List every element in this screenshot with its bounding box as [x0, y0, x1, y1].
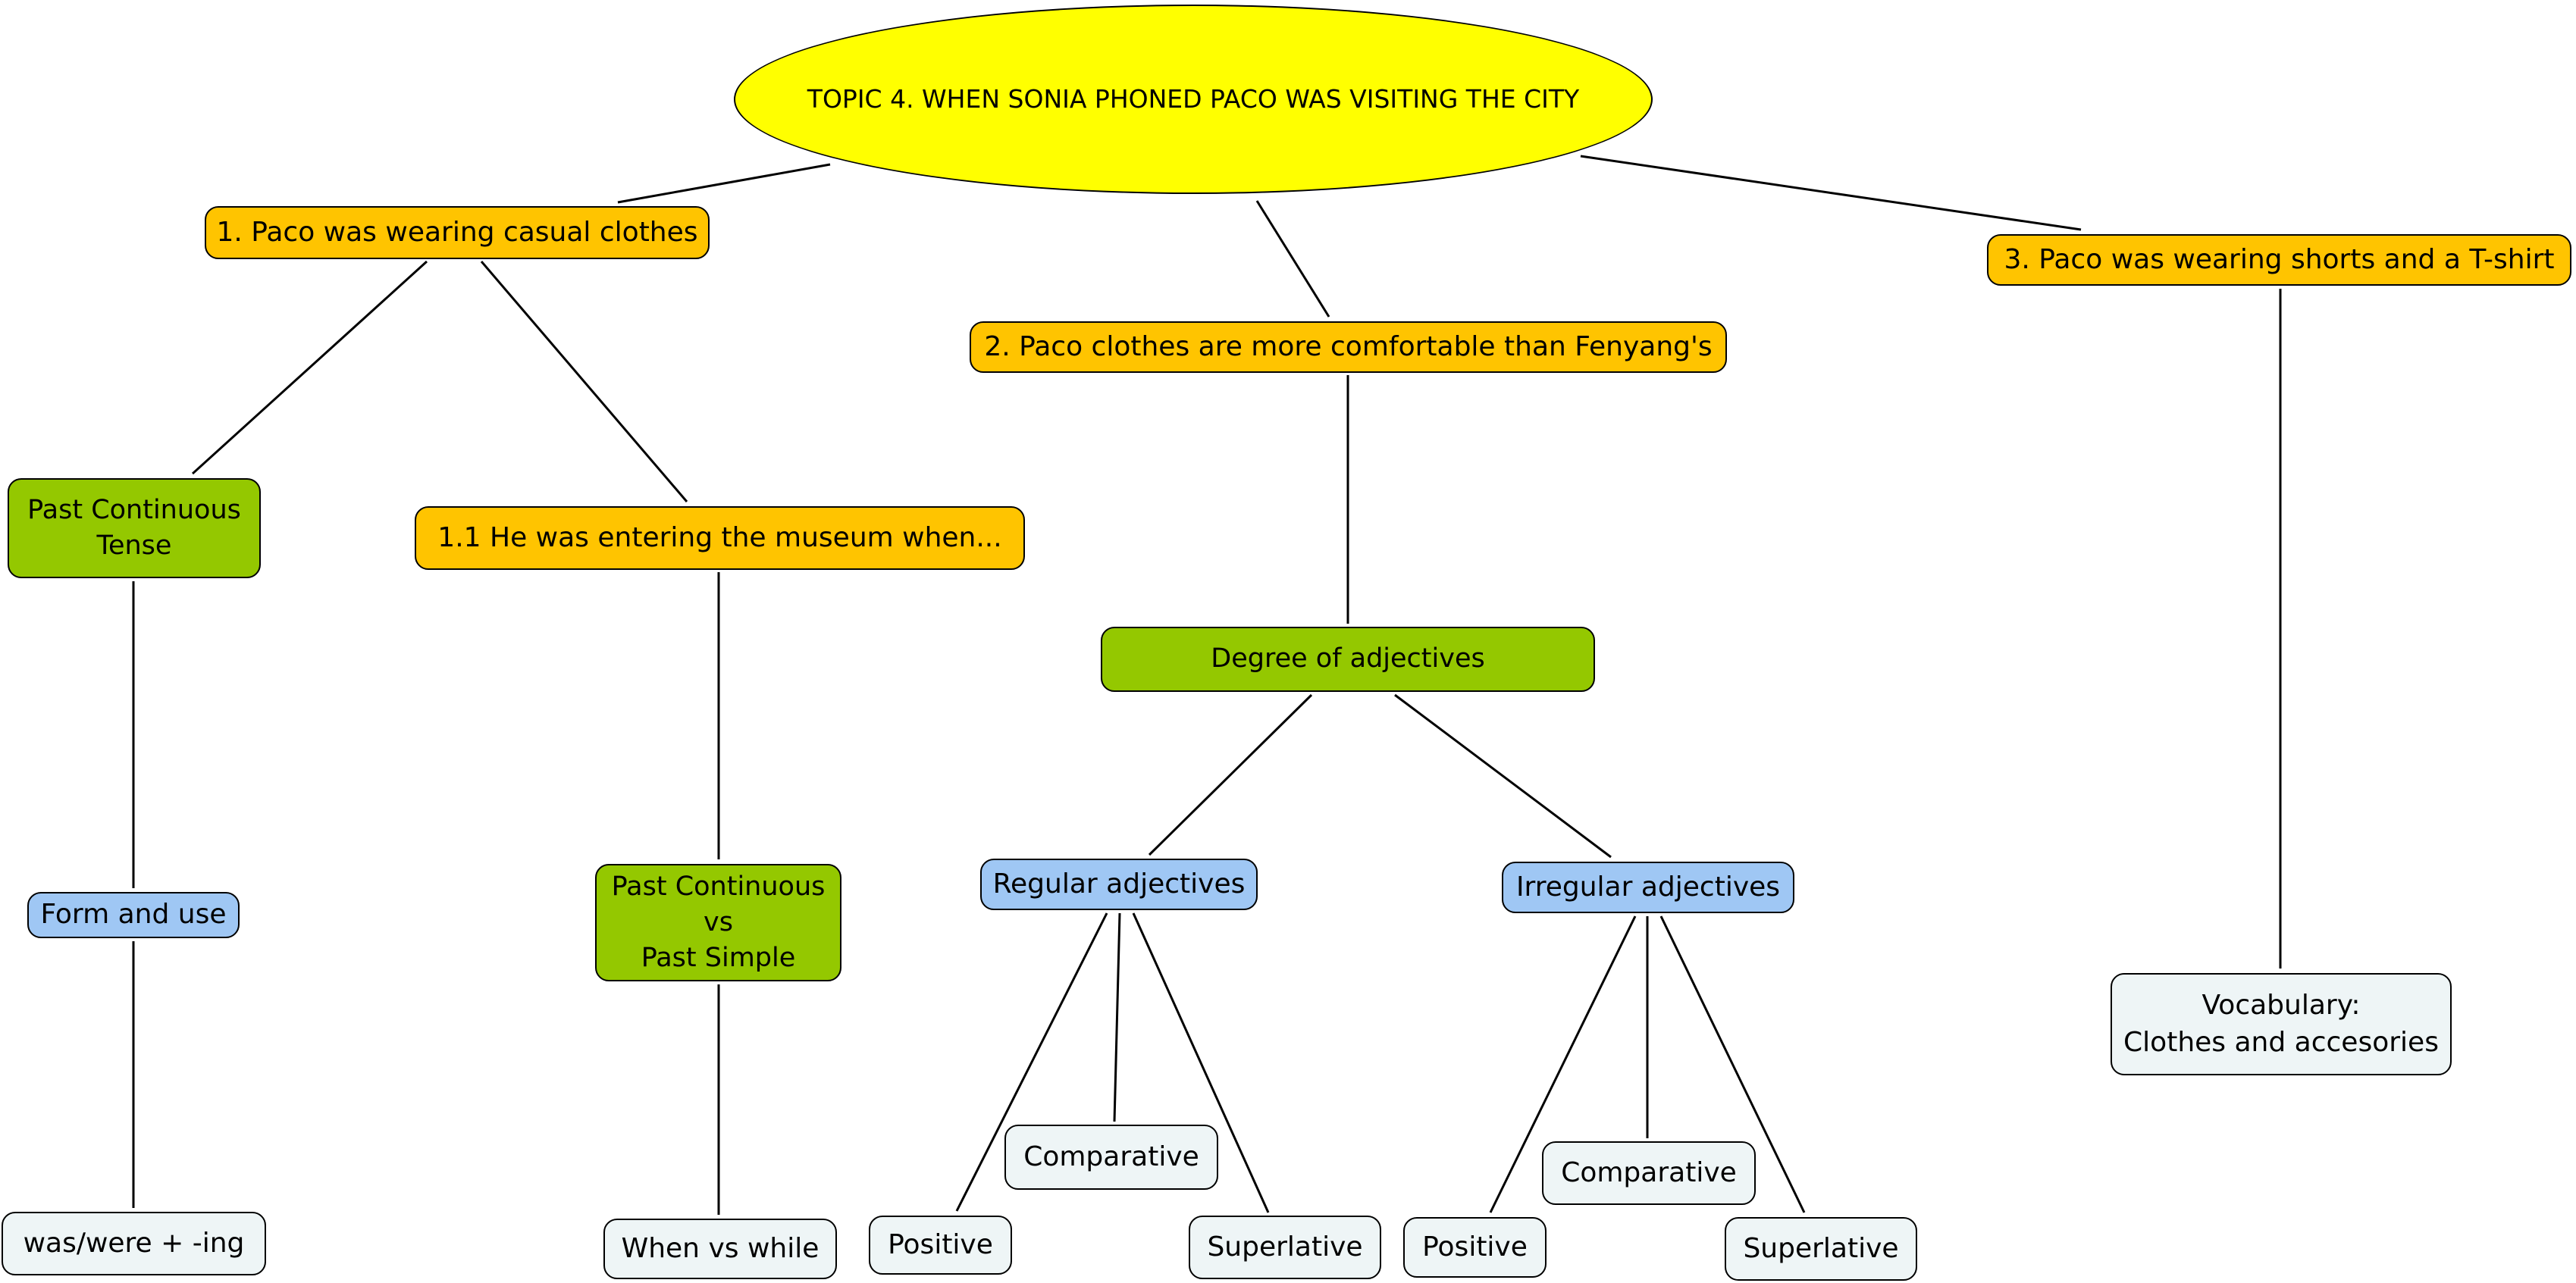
link-irregular-superlative	[1659, 915, 1806, 1213]
link-regular-positive	[955, 912, 1108, 1212]
link-irregular-positive	[1489, 915, 1637, 1213]
grammar-past-continuous-tense[interactable]: Past Continuous Tense	[8, 478, 261, 578]
link-topic-paco-comfortable	[1255, 200, 1330, 318]
leaf-regular-positive[interactable]: Positive	[869, 1216, 1012, 1275]
grammar-past-continuous-vs-past-simple[interactable]: Past Continuous vs Past Simple	[595, 864, 841, 981]
link-topic-paco-casual	[617, 163, 831, 204]
leaf-irregular-positive[interactable]: Positive	[1403, 1217, 1547, 1278]
link-paco-casual-entering-museum	[480, 261, 688, 502]
leaf-regular-superlative[interactable]: Superlative	[1189, 1216, 1381, 1279]
subtopic-entering-museum[interactable]: 1.1 He was entering the museum when...	[415, 506, 1025, 570]
leaf-irregular-comparative[interactable]: Comparative	[1542, 1141, 1756, 1205]
grammar-degree-of-adjectives[interactable]: Degree of adjectives	[1101, 627, 1595, 692]
link-paco-casual-past-continuous-tense	[191, 260, 428, 475]
subtopic-paco-comfortable-clothes[interactable]: 2. Paco clothes are more comfortable tha…	[970, 321, 1727, 373]
link-degree-irregular-adjectives	[1394, 693, 1612, 859]
topic-node[interactable]: TOPIC 4. WHEN SONIA PHONED PACO WAS VISI…	[734, 5, 1653, 194]
link-regular-comparative	[1113, 912, 1121, 1122]
category-form-and-use[interactable]: Form and use	[27, 892, 240, 938]
category-irregular-adjectives[interactable]: Irregular adjectives	[1502, 862, 1794, 913]
leaf-regular-comparative[interactable]: Comparative	[1004, 1125, 1218, 1190]
category-regular-adjectives[interactable]: Regular adjectives	[980, 859, 1258, 910]
link-regular-superlative	[1132, 912, 1270, 1213]
link-degree-regular-adjectives	[1148, 693, 1313, 856]
link-topic-paco-shorts	[1580, 155, 2082, 231]
subtopic-paco-casual-clothes[interactable]: 1. Paco was wearing casual clothes	[205, 206, 710, 259]
leaf-when-vs-while[interactable]: When vs while	[603, 1219, 837, 1279]
leaf-irregular-superlative[interactable]: Superlative	[1725, 1217, 1917, 1281]
subtopic-paco-shorts-tshirt[interactable]: 3. Paco was wearing shorts and a T-shirt	[1987, 234, 2571, 286]
leaf-vocabulary-clothes[interactable]: Vocabulary: Clothes and accesories	[2111, 973, 2452, 1075]
leaf-was-were-ing[interactable]: was/were + -ing	[2, 1212, 266, 1275]
